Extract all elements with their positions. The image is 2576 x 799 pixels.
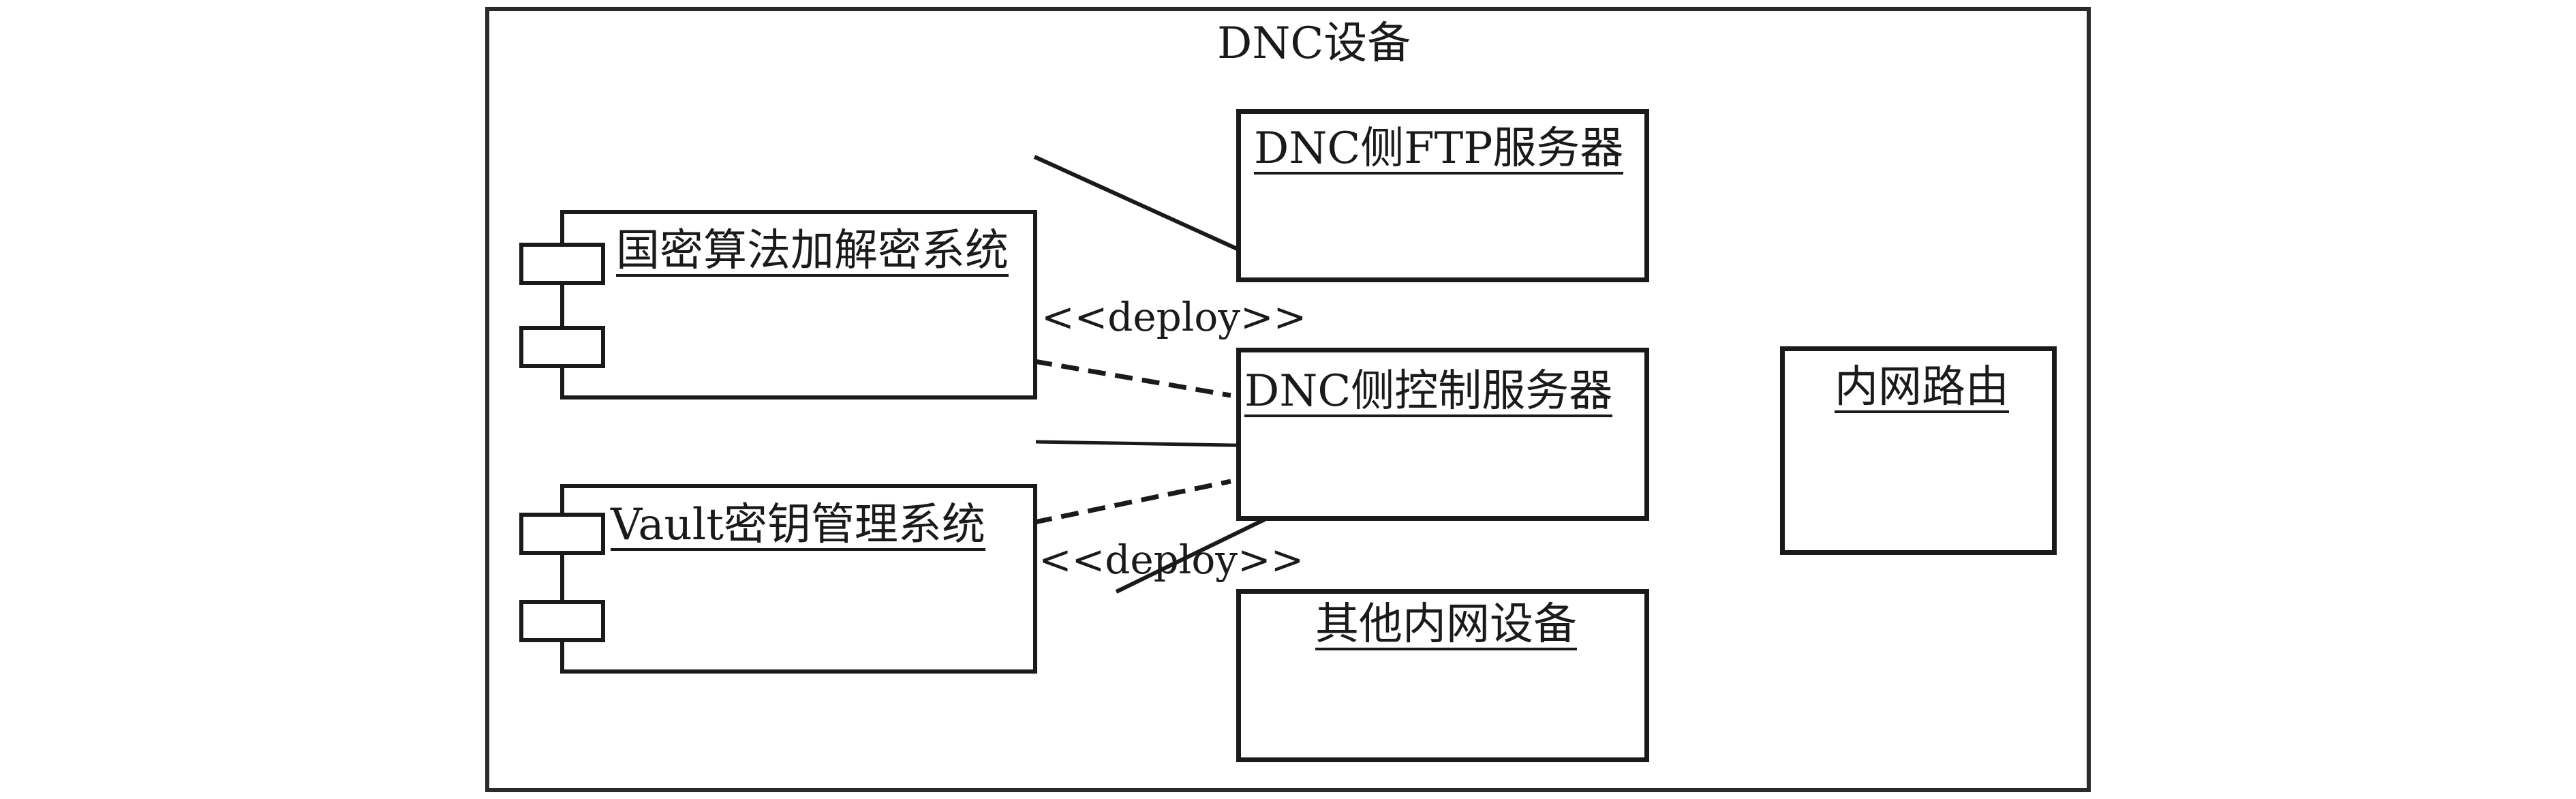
router-label: 内网路由 [1835,362,2009,413]
crypto-system-label: 国密算法加解密系统 [616,226,1009,277]
deploy-stereotype-lower: <<deploy>> [1039,537,1304,583]
router-node [1780,346,2057,555]
vault-system-label: Vault密钥管理系统 [611,500,985,551]
control-server-label: DNC侧控制服务器 [1244,366,1613,417]
component-tab-icon [519,243,605,285]
link-control-router [1035,440,1272,448]
other-devices-node [1236,589,1649,762]
ftp-server-node [1236,109,1649,282]
deploy-dependency-vault [1034,479,1231,525]
link-other-router [1115,513,1274,594]
ftp-server-label: DNC侧FTP服务器 [1254,123,1624,175]
control-server-node [1236,348,1649,521]
vault-system-component [560,484,1037,674]
other-devices-label: 其他内网设备 [1315,599,1577,650]
deploy-stereotype-upper: <<deploy>> [1041,294,1307,340]
component-tab-icon [519,513,605,555]
component-tab-icon [519,326,605,368]
crypto-system-component [560,210,1037,400]
deploy-dependency-crypto [1034,359,1231,398]
component-tab-icon [519,600,605,642]
link-ftp-router [1033,155,1273,267]
container-title: DNC设备 [1217,18,1411,69]
